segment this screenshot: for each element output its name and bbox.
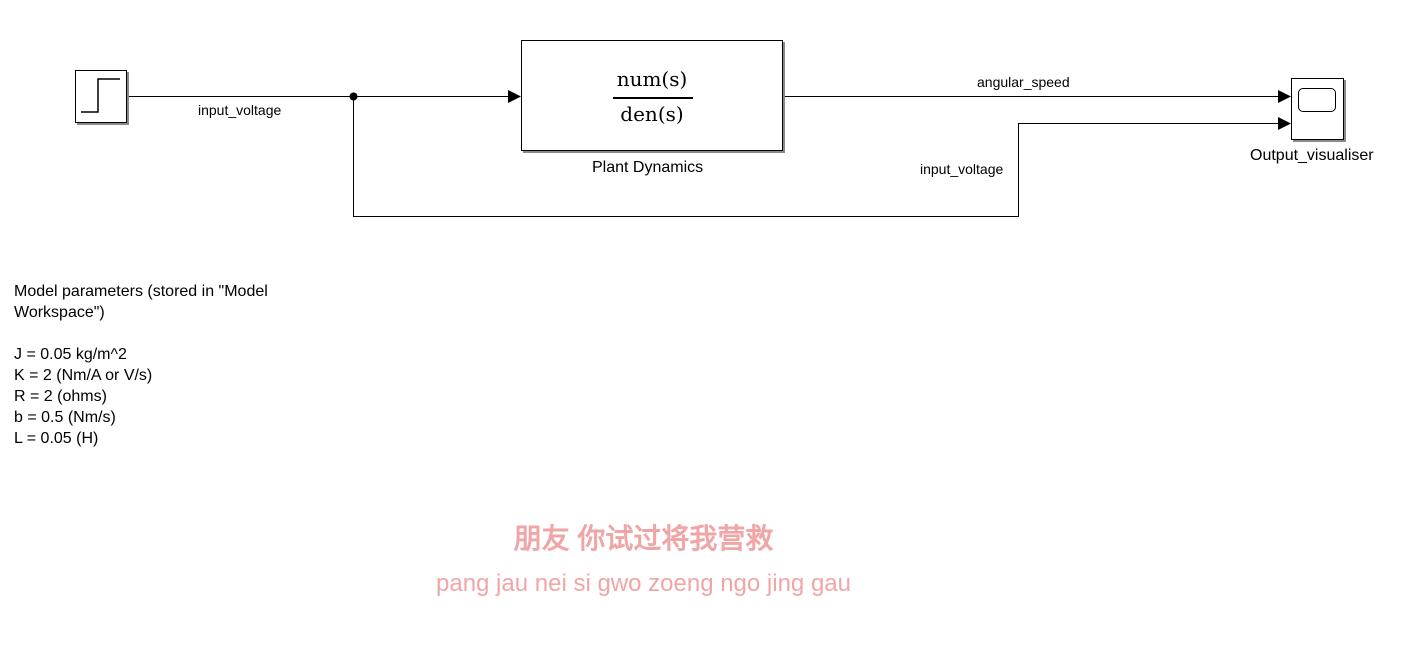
tf-fraction-bar [613,97,693,99]
arrowhead-scope-input-1 [1278,90,1291,103]
scope-block[interactable] [1291,78,1344,140]
wire-branch-to-scope[interactable] [353,96,1280,217]
signal-label-input-voltage-branch[interactable]: input_voltage [920,161,1004,177]
arrowhead-plant-input [508,90,521,103]
arrowhead-scope-input-2 [1278,117,1291,130]
signal-label-angular-speed[interactable]: angular_speed [977,74,1070,90]
model-parameters-annotation[interactable]: Model parameters (stored in "Model Works… [14,283,268,447]
plant-transfer-function-block[interactable]: num(s) den(s) [521,40,783,151]
scope-screen-icon [1298,88,1336,112]
signal-label-input-voltage[interactable]: input_voltage [198,102,282,118]
step-function-icon [81,78,120,113]
plant-block-name[interactable]: Plant Dynamics [592,159,704,176]
step-block[interactable] [75,70,127,123]
scope-block-name[interactable]: Output_visualiser [1250,147,1374,164]
tf-numerator: num(s) [616,67,688,91]
tf-denominator: den(s) [620,102,684,126]
